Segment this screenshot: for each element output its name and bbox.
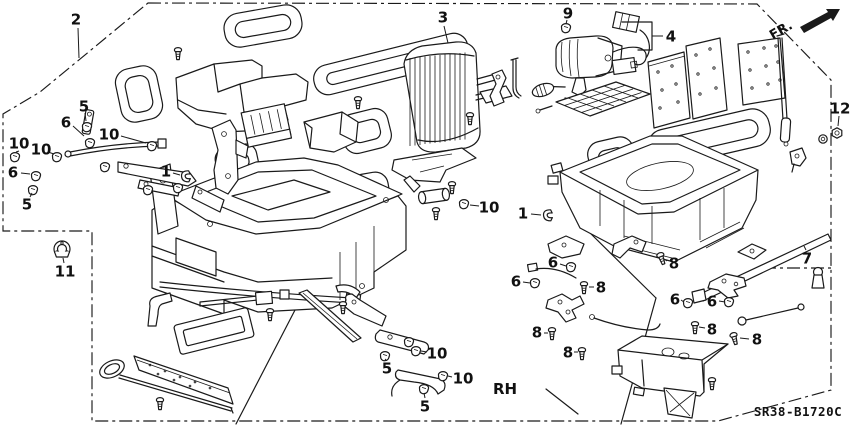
callout-leader [20, 172, 31, 175]
callout-leader [447, 375, 453, 378]
callout-leader [84, 112, 87, 122]
diagram-part-code: SR38-B1720C [754, 404, 842, 419]
evaporator-bracket [391, 147, 477, 183]
callout-leader [29, 192, 33, 198]
callout-leader [420, 350, 428, 353]
callout-leader [384, 358, 387, 361]
assembly-boundary [2, 2, 832, 422]
part-callout-5: 5 [22, 196, 32, 214]
part-callout-10: 10 [453, 370, 474, 388]
callout-leader [837, 115, 840, 127]
part-callout-4: 4 [666, 28, 676, 46]
actuator-motor [555, 11, 650, 97]
part-callout-8: 8 [669, 255, 679, 273]
seal-strip [298, 289, 362, 343]
callout-leader [423, 392, 426, 399]
callout-leader [77, 27, 80, 59]
callout-leader [559, 263, 567, 267]
part-callout-5: 5 [420, 398, 430, 416]
callout-leader [120, 135, 147, 144]
part-callout-8: 8 [752, 331, 762, 349]
part-callout-10: 10 [31, 141, 52, 159]
part-callout-6: 6 [8, 164, 18, 182]
callout-leader [469, 204, 480, 207]
nut-and-washer-12 [818, 127, 843, 144]
mount-grommet-11 [53, 240, 71, 258]
rod-clamp [789, 147, 807, 173]
mode-door-cover [303, 111, 359, 153]
callout-leader [565, 19, 568, 25]
part-callout-10: 10 [99, 126, 120, 144]
part-callout-6: 6 [61, 114, 71, 132]
callout-leader [172, 172, 181, 176]
part-callout-5: 5 [382, 360, 392, 378]
insulator-pads [647, 37, 786, 129]
callout-leader [62, 257, 65, 264]
part-callout-10: 10 [479, 199, 500, 217]
callout-leader [718, 300, 726, 303]
part-callout-11: 11 [55, 263, 76, 281]
wire-link-rods [526, 262, 805, 331]
callout-leader [680, 299, 685, 303]
arrow-icon [800, 9, 840, 33]
rh-label: RH [493, 380, 517, 398]
callout-leader [663, 258, 668, 262]
vertical-control-rod [776, 33, 792, 147]
part-callout-6: 6 [707, 293, 717, 311]
part-callout-8: 8 [707, 321, 717, 339]
center-arm [403, 175, 421, 193]
heater-case-right [547, 135, 759, 263]
part-callout-8: 8 [532, 324, 542, 342]
linkage-levers-right [545, 235, 767, 323]
callout-leader [15, 150, 20, 153]
part-callout-6: 6 [548, 254, 558, 272]
part-callout-9: 9 [563, 5, 573, 23]
part-callout-10: 10 [9, 135, 30, 153]
part-callout-6: 6 [670, 291, 680, 309]
heater-grid-panel [535, 81, 651, 117]
callout-leader [443, 25, 449, 44]
part-callout-2: 2 [71, 11, 81, 29]
small-link-lever [489, 69, 507, 107]
vent-grille [240, 103, 293, 148]
part-callout-7: 7 [802, 250, 812, 268]
part-callout-8: 8 [596, 279, 606, 297]
bottom-left-parts [99, 290, 274, 414]
callout-leader [803, 245, 807, 251]
callout-leader [530, 213, 542, 216]
ball-stud [811, 266, 825, 289]
part-callout-12: 12 [830, 100, 850, 118]
callout-leader [739, 337, 750, 340]
callout-leader [47, 151, 55, 155]
part-callout-8: 8 [563, 344, 573, 362]
part-callout-3: 3 [438, 9, 448, 27]
part-callout-10: 10 [427, 345, 448, 363]
callout-leader [72, 125, 85, 137]
part-callout-5: 5 [79, 98, 89, 116]
part-callout-1: 1 [161, 163, 171, 181]
part-callout-6: 6 [511, 273, 521, 291]
part-callout-1: 1 [518, 205, 528, 223]
callout-leader [522, 281, 531, 284]
callout-leader [698, 326, 706, 329]
center-roller-tube [417, 187, 451, 205]
lower-mount-tray [611, 335, 729, 419]
